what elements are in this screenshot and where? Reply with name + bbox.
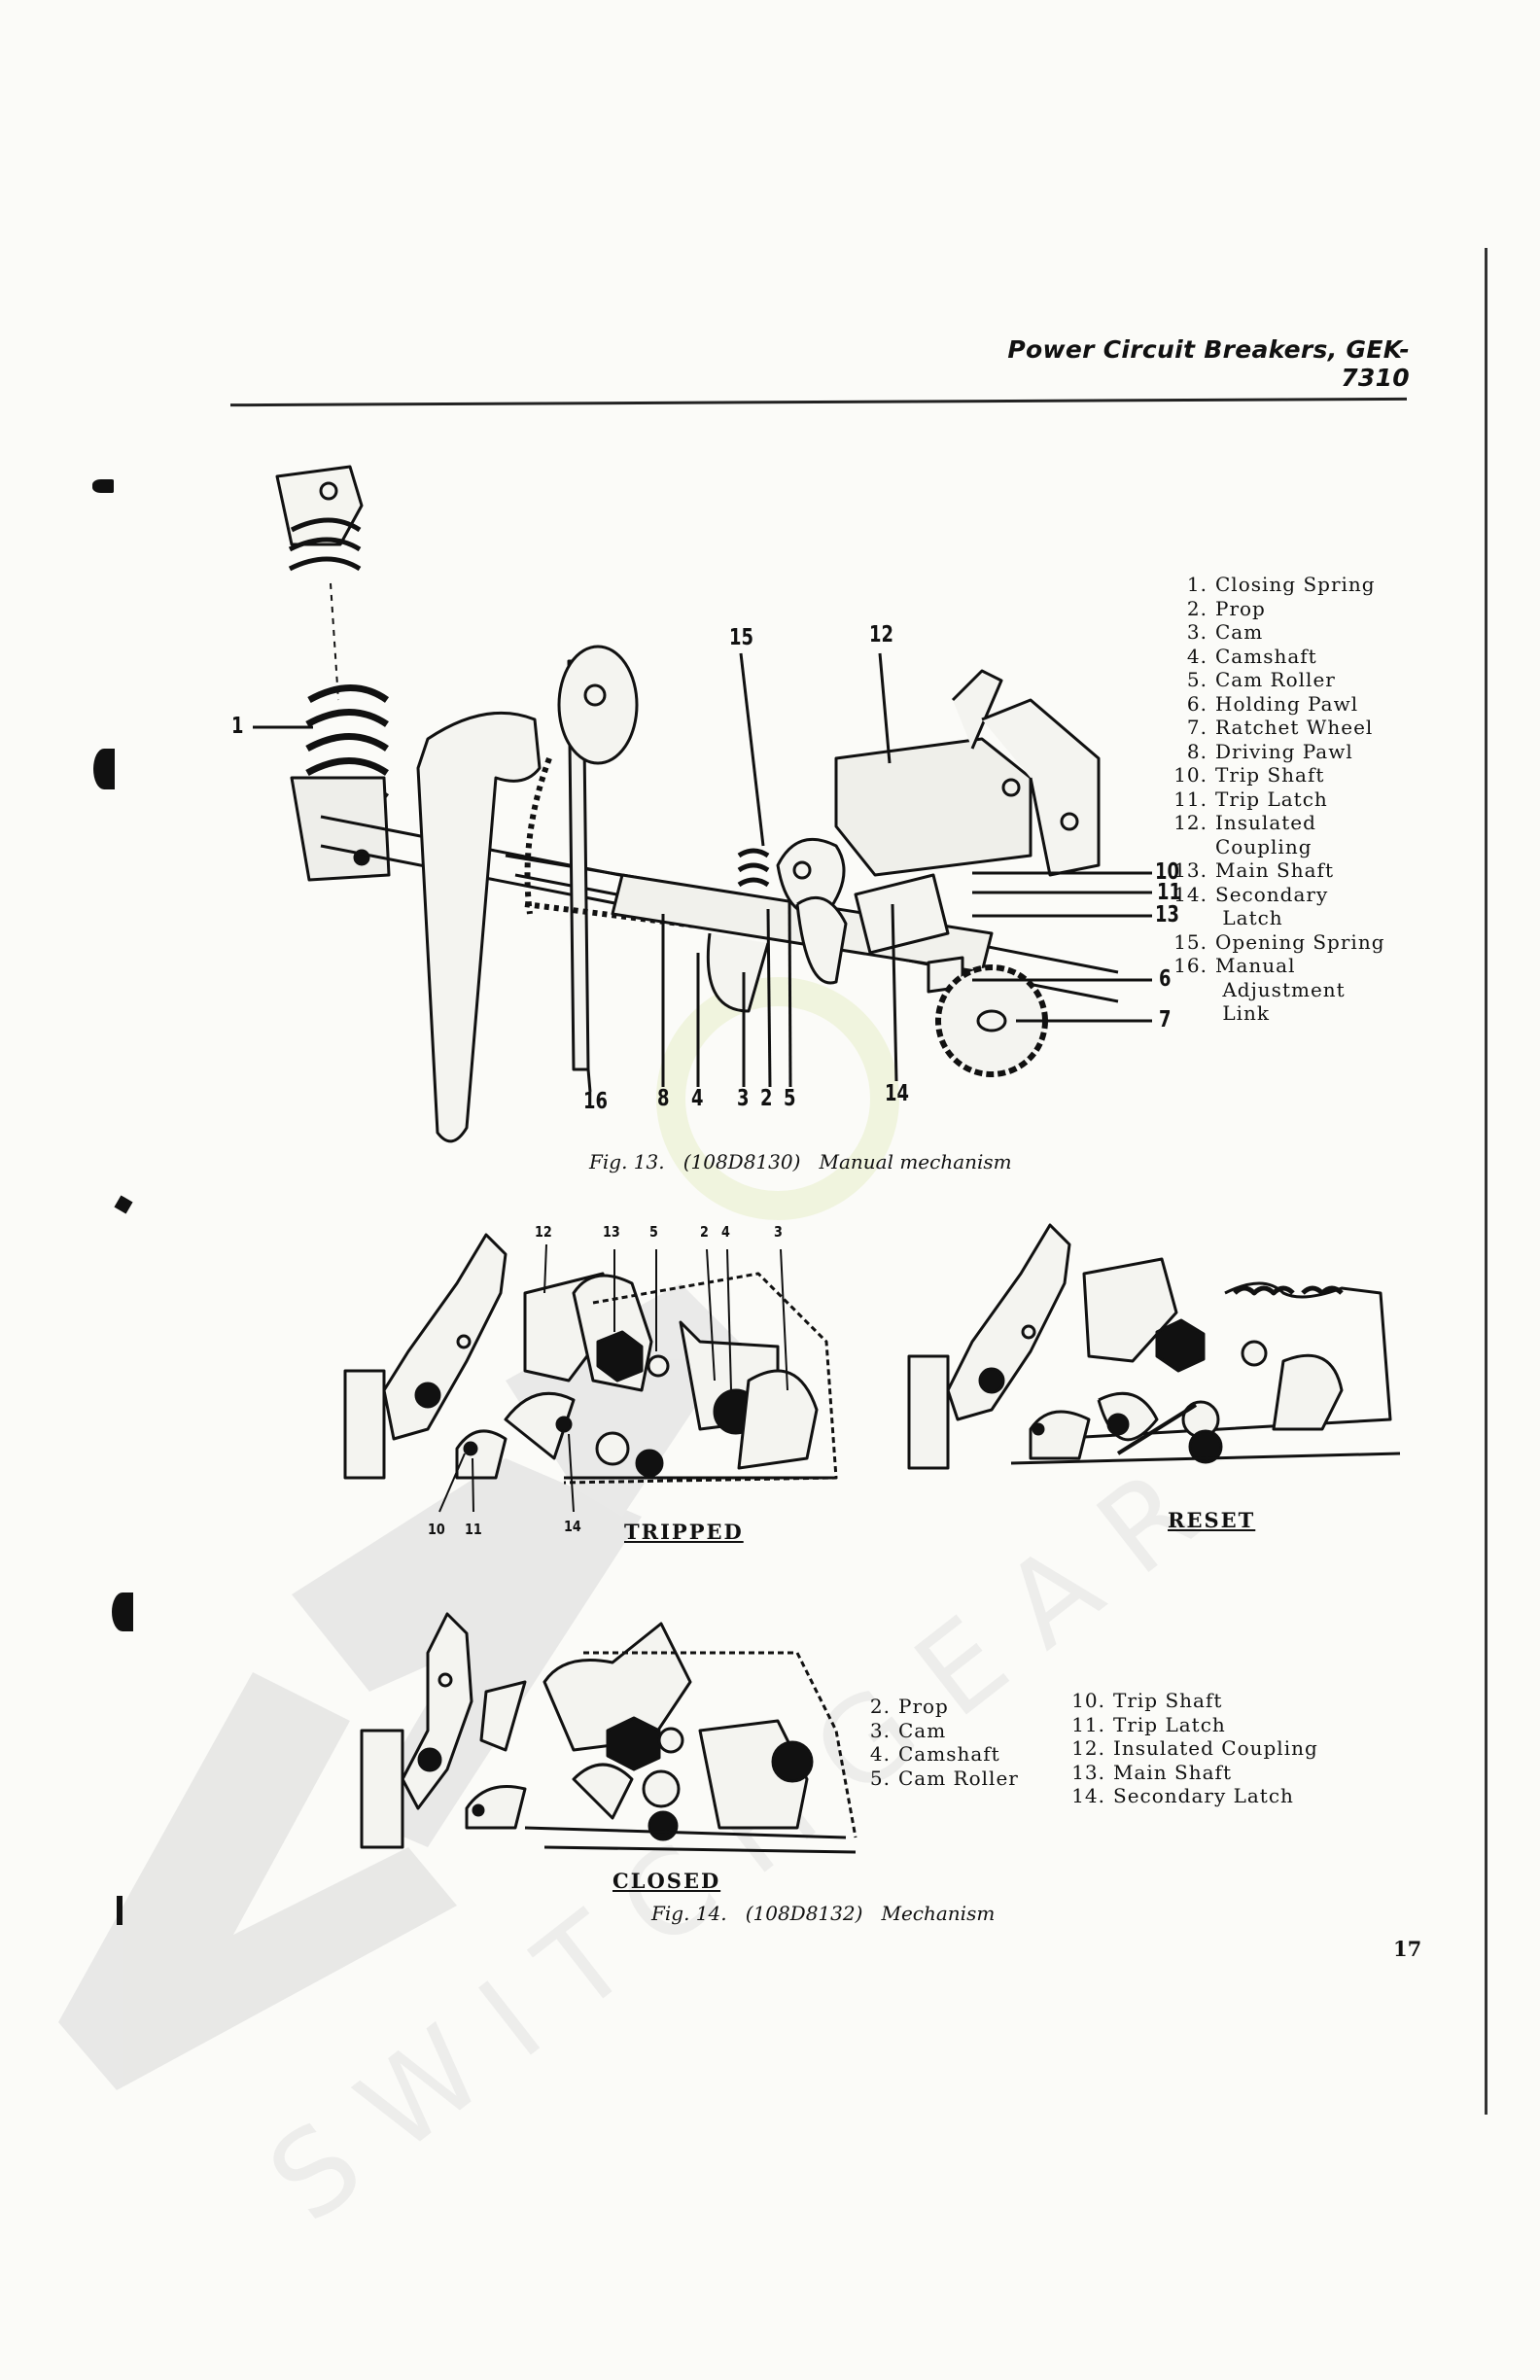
legend-item: 8.Driving Pawl xyxy=(1186,739,1353,763)
legend-item: 14.Secondary Latch xyxy=(1173,882,1329,930)
legend-item: 6.Holding Pawl xyxy=(1186,691,1359,716)
fig14-caption: Fig. 14. (108D8132) Mechanism xyxy=(651,1902,995,1925)
hole-punch-mark xyxy=(112,1592,133,1631)
legend-item: 12.Insulated Coupling xyxy=(1071,1736,1318,1760)
fig13-caption: Fig. 13. (108D8130) Manual mechanism xyxy=(589,1150,1012,1173)
legend-item: 3.Cam xyxy=(1186,620,1264,644)
legend-item: 2.Prop xyxy=(1186,596,1266,620)
legend-item: 2.Prop xyxy=(869,1695,949,1718)
tripped-callout-14: 14 xyxy=(564,1518,581,1535)
fig13-caption-number: Fig. 13. xyxy=(589,1150,665,1173)
legend-item: 12.Insulated Coupling xyxy=(1173,811,1316,858)
tripped-callout-4: 4 xyxy=(721,1223,730,1241)
legend-item: 11.Trip Latch xyxy=(1173,787,1328,811)
tripped-callout-13: 13 xyxy=(603,1223,620,1241)
legend-item: 10.Trip Shaft xyxy=(1173,763,1325,787)
callout-8: 8 xyxy=(657,1086,670,1111)
legend-item: 4.Camshaft xyxy=(869,1742,1000,1766)
legend-item: 13.Main Shaft xyxy=(1071,1760,1232,1784)
legend-item: 10.Trip Shaft xyxy=(1071,1689,1223,1712)
scan-mark xyxy=(92,479,114,493)
right-margin-rule xyxy=(1485,248,1488,2115)
callout-14: 14 xyxy=(885,1081,909,1106)
fig13-caption-reference: (108D8130) xyxy=(682,1150,801,1173)
fig14-legend-right: 10.Trip Shaft 11.Trip Latch 12.Insulated… xyxy=(1065,1689,1318,1808)
legend-item: 7.Ratchet Wheel xyxy=(1186,716,1374,739)
fig14-caption-reference: (108D8132) xyxy=(745,1902,863,1925)
legend-item: 14.Secondary Latch xyxy=(1071,1784,1294,1807)
fig13-caption-text: Manual mechanism xyxy=(819,1150,1012,1173)
callout-4: 4 xyxy=(691,1086,704,1111)
legend-item: 5.Cam Roller xyxy=(869,1766,1019,1790)
fig14-legend-left: 2.Prop 3.Cam 4.Camshaft 5.Cam Roller xyxy=(850,1695,1019,1790)
tripped-callout-3: 3 xyxy=(774,1223,783,1241)
callout-10: 10 xyxy=(1155,859,1179,885)
callout-13: 13 xyxy=(1155,902,1179,928)
callout-7: 7 xyxy=(1159,1007,1172,1032)
callout-12: 12 xyxy=(869,622,893,648)
legend-item: 15.Opening Spring xyxy=(1173,929,1385,954)
page-header-title: Power Circuit Breakers, GEK-7310 xyxy=(1007,335,1410,392)
callout-6: 6 xyxy=(1159,966,1172,992)
legend-item: 16.Manual Adjustment Link xyxy=(1173,954,1346,1025)
legend-item: 11.Trip Latch xyxy=(1071,1712,1226,1736)
callout-15: 15 xyxy=(729,625,753,650)
callout-2: 2 xyxy=(760,1086,773,1111)
callout-16: 16 xyxy=(583,1089,608,1114)
tripped-callout-5: 5 xyxy=(649,1223,658,1241)
tripped-callout-2: 2 xyxy=(700,1223,709,1241)
reset-label: RESET xyxy=(1168,1508,1256,1532)
hole-punch-mark xyxy=(93,749,115,789)
callout-3: 3 xyxy=(737,1086,750,1111)
scan-mark xyxy=(117,1896,122,1925)
closed-label: CLOSED xyxy=(612,1869,721,1893)
legend-item: 3.Cam xyxy=(869,1718,947,1742)
legend-item: 1.Closing Spring xyxy=(1186,573,1376,596)
legend-item: 5.Cam Roller xyxy=(1186,668,1336,691)
legend-item: 13.Main Shaft xyxy=(1173,858,1334,882)
fig14-caption-text: Mechanism xyxy=(881,1902,996,1925)
tripped-callout-11: 11 xyxy=(465,1521,482,1538)
legend-item: 4.Camshaft xyxy=(1186,644,1317,668)
tripped-label: TRIPPED xyxy=(624,1520,744,1544)
tripped-callout-10: 10 xyxy=(428,1521,445,1538)
callout-1: 1 xyxy=(231,714,244,739)
callout-5: 5 xyxy=(784,1086,796,1111)
tripped-callout-12: 12 xyxy=(535,1223,552,1241)
page-number: 17 xyxy=(1393,1937,1422,1961)
fig14-caption-number: Fig. 14. xyxy=(651,1902,727,1925)
fig13-legend: 1.Closing Spring 2.Prop 3.Cam 4.Camshaft… xyxy=(1167,573,1385,1026)
callout-11: 11 xyxy=(1157,880,1181,905)
